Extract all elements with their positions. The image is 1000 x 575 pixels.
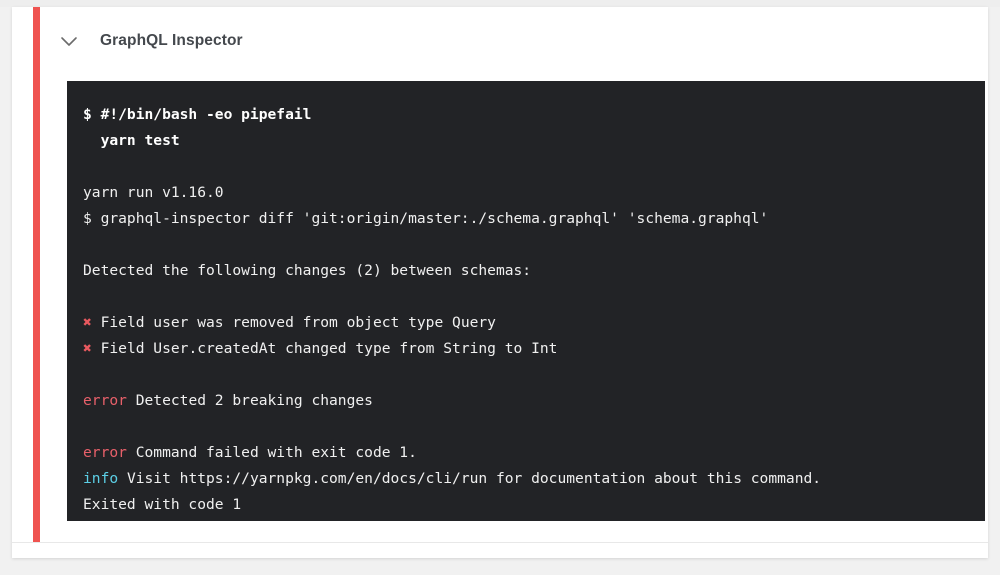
card-footer	[12, 543, 988, 558]
terminal-line: Detected the following changes (2) betwe…	[67, 258, 985, 284]
terminal-token-info: info	[83, 470, 119, 487]
terminal-token-plain: Command failed with exit code 1.	[126, 444, 417, 461]
card-divider	[12, 542, 988, 543]
terminal-token-plain: Detected 2 breaking changes	[126, 392, 373, 409]
terminal-output[interactable]: $ #!/bin/bash -eo pipefail yarn test yarn…	[67, 81, 985, 521]
terminal-line: info Visit https://yarnpkg.com/en/docs/c…	[67, 466, 985, 492]
terminal-line: Exited with code 1	[67, 492, 985, 518]
job-log-card: GraphQL Inspector $ #!/bin/bash -eo pipe…	[12, 7, 988, 558]
terminal-line: ✖ Field User.createdAt changed type from…	[67, 336, 985, 362]
terminal-token-error: error	[83, 444, 127, 461]
terminal-line: error Command failed with exit code 1.	[67, 440, 985, 466]
job-title: GraphQL Inspector	[100, 32, 243, 49]
terminal-token-cross: ✖	[83, 314, 92, 331]
terminal-token-plain: yarn run v1.16.0	[83, 184, 224, 201]
terminal-line: yarn test	[67, 128, 985, 154]
terminal-line	[67, 232, 985, 258]
terminal-line	[67, 362, 985, 388]
terminal-token-cmd: yarn test	[83, 132, 180, 149]
terminal-line: $ #!/bin/bash -eo pipefail	[67, 102, 985, 128]
terminal-token-plain: Visit https://yarnpkg.com/en/docs/cli/ru…	[118, 470, 822, 487]
terminal-token-cross: ✖	[83, 340, 92, 357]
job-header[interactable]: GraphQL Inspector	[56, 19, 243, 63]
terminal-token-plain: Detected the following changes (2) betwe…	[83, 262, 532, 279]
terminal-line: $ graphql-inspector diff 'git:origin/mas…	[67, 206, 985, 232]
chevron-down-icon[interactable]	[56, 28, 82, 54]
terminal-token-plain: Field User.createdAt changed type from S…	[91, 340, 558, 357]
terminal-line	[67, 284, 985, 310]
terminal-line: ✖ Field user was removed from object typ…	[67, 310, 985, 336]
terminal-line	[67, 154, 985, 180]
terminal-line: error Detected 2 breaking changes	[67, 388, 985, 414]
terminal-token-plain: $ graphql-inspector diff 'git:origin/mas…	[83, 210, 769, 227]
terminal-token-plain: Field user was removed from object type …	[91, 314, 496, 331]
job-status-bar	[33, 7, 40, 542]
terminal-token-plain: Exited with code 1	[83, 496, 242, 513]
terminal-token-error: error	[83, 392, 127, 409]
terminal-line: yarn run v1.16.0	[67, 180, 985, 206]
terminal-line	[67, 414, 985, 440]
terminal-token-cmd: $ #!/bin/bash -eo pipefail	[83, 106, 312, 123]
page-top-strip	[0, 0, 1000, 7]
